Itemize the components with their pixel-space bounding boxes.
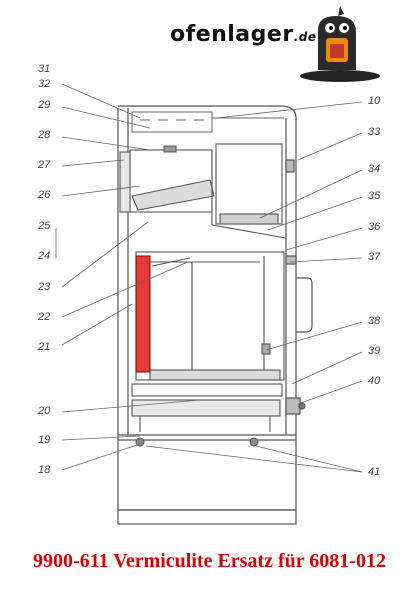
part-label-33: 33 [368,126,381,138]
part-label-10: 10 [368,95,381,107]
combustion-chamber [135,251,285,381]
part-label-35: 35 [368,190,381,202]
leveling-feet [135,437,259,447]
part-label-21: 21 [37,341,50,353]
part-label-29: 29 [37,99,50,111]
part-label-36: 36 [368,221,381,233]
part-label-25: 25 [37,220,51,232]
part-label-37: 37 [368,251,381,263]
part-labels: 31 32 29 28 27 26 25 24 23 22 21 20 19 1… [37,63,381,478]
part-label-40: 40 [368,375,381,387]
part-label-38: 38 [368,315,381,327]
top-vent [131,111,284,133]
part-label-27: 27 [37,159,51,171]
part-label-34: 34 [368,163,380,175]
part-label-18: 18 [38,464,51,476]
part-label-22: 22 [37,311,50,323]
door-hardware [285,159,313,415]
product-caption: 9900-611 Vermiculite Ersatz für 6081-012 [33,550,386,572]
brand-tld: .de [293,30,317,44]
part-label-31: 31 [38,63,50,75]
part-label-26: 26 [37,189,51,201]
brand-wordmark: ofenlager.de [170,22,316,47]
vermiculite-panel [135,255,151,373]
leader-lines [55,83,363,473]
part-label-19: 19 [38,434,50,446]
upper-chamber [119,143,287,239]
part-label-28: 28 [37,129,51,141]
part-label-23: 23 [37,281,51,293]
part-label-41: 41 [368,466,380,478]
ash-pan [131,383,283,432]
part-label-20: 20 [37,405,51,417]
stove-mascot-icon [300,6,380,82]
part-label-39: 39 [368,345,380,357]
part-label-32: 32 [38,78,50,90]
brand-name: ofenlager [170,22,294,47]
part-label-24: 24 [37,250,50,262]
